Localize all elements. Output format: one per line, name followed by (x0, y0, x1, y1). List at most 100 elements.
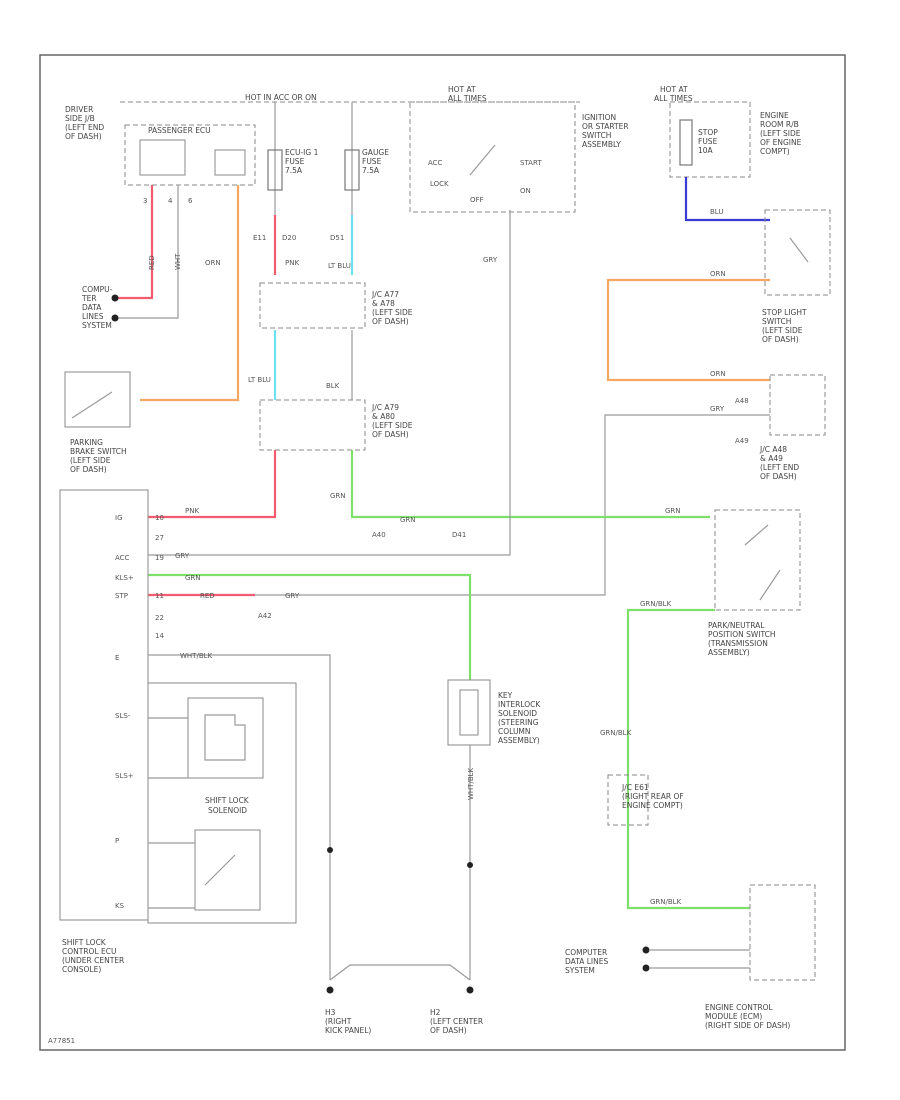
pin-6: 6 (188, 197, 193, 205)
ecu-pin-num: 27 (155, 534, 164, 542)
parking-brake-box (64, 371, 131, 428)
ign-acc: ACC (428, 159, 443, 167)
ground-h2 (466, 986, 474, 994)
green-wire-kls (148, 573, 472, 680)
red-wire-data (118, 185, 154, 300)
ecu-pin-stp: STP (115, 592, 128, 600)
pin-4: 4 (168, 197, 173, 205)
jce61-lines-line: (RIGHT REAR OF (622, 792, 684, 801)
parking-lines-line: (LEFT SIDE (70, 456, 111, 465)
shift-lock-area (147, 682, 297, 924)
jca49-lines-line: J/C A48 (759, 445, 787, 454)
jca79-lines-line: & A80 (372, 412, 395, 421)
can-connector-h (642, 946, 650, 954)
gry-label-ecu: GRY (175, 552, 190, 560)
compdata-lines-line: SYSTEM (82, 321, 112, 330)
shift-lock-solenoid-box (187, 697, 264, 779)
ign-on: ON (520, 187, 531, 195)
pnk-label-2: PNK (185, 507, 199, 515)
ground-lines-line: H3 (325, 1008, 336, 1017)
jca49-lines-line: & A49 (760, 454, 783, 463)
ecu-pin-sls-: SLS- (115, 712, 131, 720)
a40-label: A40 (372, 531, 386, 539)
jce61-lines-line: ENGINE COMPT) (622, 801, 683, 810)
green-wire-main (350, 450, 710, 519)
ground-link (329, 964, 471, 981)
jca78-lines-line: (LEFT SIDE (372, 308, 413, 317)
fuse-gauge (344, 149, 360, 191)
e11-label: E11 (253, 234, 266, 242)
enginerb-lines-line: ROOM R/B (760, 120, 799, 129)
stop-light-switch-box (764, 209, 831, 296)
pin-a49: A49 (735, 437, 749, 445)
ign-lines-line: ASSEMBLY (582, 140, 621, 149)
compdata-lines-line: LINES (82, 312, 104, 321)
parking-lines-line: OF DASH) (70, 465, 107, 474)
fuse-ecu-ig (267, 149, 283, 191)
engine-rb-box (669, 101, 751, 178)
footer-code: A77851 (48, 1037, 75, 1045)
fuse1-lines-line: ECU-IG 1 (285, 148, 319, 157)
ign-lines-line: OR STARTER (582, 122, 629, 131)
passenger-ecu-box (124, 124, 256, 186)
ground-h2-line: H2 (430, 1008, 441, 1017)
blue-wire-label: BLU (710, 208, 723, 216)
ecm-box (749, 884, 816, 981)
fuse2-lines-line: 7.5A (362, 166, 380, 175)
enginerb-lines-line: ENGINE (760, 111, 789, 120)
orange-wire-parking (140, 185, 240, 402)
hot-all-times-2b: ALL TIMES (654, 94, 693, 103)
hot-acc-label: HOT IN ACC OR ON (245, 93, 317, 102)
stoplight-lines-line: OF DASH) (762, 335, 799, 344)
grnblk-label-1: GRN/BLK (640, 600, 672, 608)
jca79-lines-line: OF DASH) (372, 430, 409, 439)
grnblk-label-3: GRN/BLK (650, 898, 682, 906)
solenoid-coil (204, 714, 246, 761)
jc-e61-box (607, 774, 649, 826)
d20-label: D20 (282, 234, 296, 242)
ground-h2-line: (LEFT CENTER (430, 1017, 483, 1026)
keyint-lines-line: (STEERING (498, 718, 539, 727)
splice-2 (467, 862, 473, 868)
ign-lines-line: IGNITION (582, 113, 616, 122)
white-wire-data (118, 185, 179, 319)
gray-wire-e (148, 654, 331, 980)
stoplight-lines-line: (LEFT SIDE (762, 326, 803, 335)
shift-lock-ecu-box (59, 489, 149, 921)
keyint-lines-line: SOLENOID (498, 709, 537, 718)
pn-lines-line: (TRANSMISSION (708, 639, 768, 648)
park-neutral-box (714, 509, 801, 611)
shift-lock-solenoid-label: SHIFT LOCK (205, 796, 250, 805)
ecm-lines-line: ENGINE CONTROL (705, 1003, 774, 1012)
ign-off: OFF (470, 196, 484, 204)
keyint-lines-line: ASSEMBLY) (498, 736, 540, 745)
fuse1-lines-line: 7.5A (285, 166, 303, 175)
ecu-pin-acc: ACC (115, 554, 130, 562)
pn-lines-line: POSITION SWITCH (708, 630, 776, 639)
ltblu-label-2: LT BLU (248, 376, 271, 384)
gry-label-stp: GRY (285, 592, 300, 600)
jca78-lines-line: OF DASH) (372, 317, 409, 326)
ecu-pin-num: 10 (155, 514, 164, 522)
whtblk-label-1: WHT/BLK (180, 652, 213, 660)
ecu-lines-line: CONTROL ECU (62, 947, 116, 956)
ign-lock: LOCK (430, 180, 449, 188)
ltblu-label: LT BLU (328, 262, 351, 270)
jca79-lines-line: J/C A79 (371, 403, 399, 412)
compdata-lines-line: DATA (82, 303, 102, 312)
jc-a79-box (259, 399, 366, 451)
a42-label: A42 (258, 612, 272, 620)
grn-label: GRN (330, 492, 346, 500)
pn-lines-line: ASSEMBLY) (708, 648, 750, 657)
